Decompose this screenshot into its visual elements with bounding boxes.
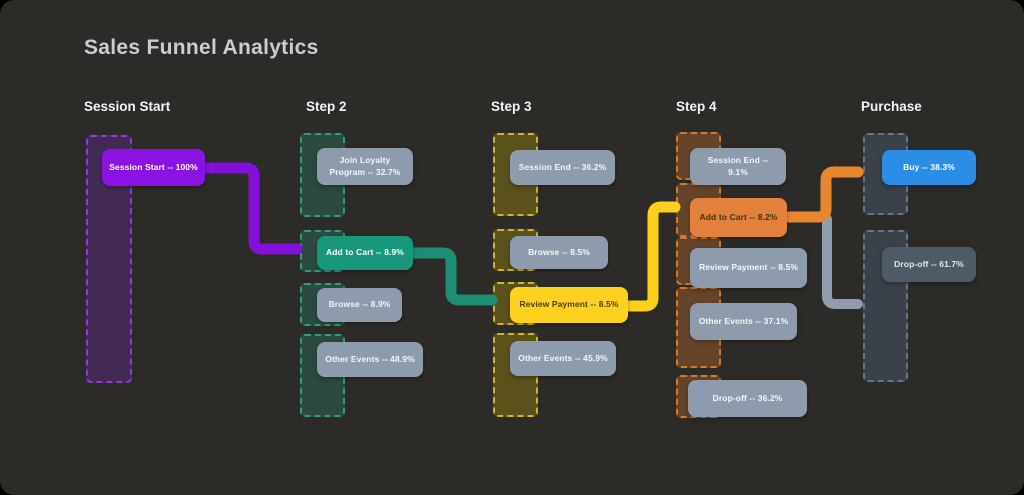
node-step4-other-events[interactable]: Other Events -- 37.1% <box>690 303 797 340</box>
node-step4-drop-off[interactable]: Drop-off -- 36.2% <box>688 380 807 417</box>
node-step4-add-to-cart[interactable]: Add to Cart -- 8.2% <box>690 198 787 237</box>
column-header-step-4: Step 4 <box>676 99 717 114</box>
column-header-session-start: Session Start <box>84 99 171 114</box>
node-step2-other-events[interactable]: Other Events -- 48.9% <box>317 342 423 377</box>
page-title: Sales Funnel Analytics <box>84 36 319 59</box>
flow-step4-to-drop-off <box>822 214 863 309</box>
node-step4-review-payment[interactable]: Review Payment -- 8.5% <box>690 248 807 288</box>
column-header-step-3: Step 3 <box>491 99 532 114</box>
column-header-purchase: Purchase <box>861 99 922 114</box>
flow-step3-review-payment-to-step4-add-to-cart <box>621 201 681 312</box>
node-session-start[interactable]: Session Start -- 100% <box>102 149 205 186</box>
node-purchase-buy[interactable]: Buy -- 38.3% <box>882 150 976 185</box>
node-step4-session-end[interactable]: Session End -- 9.1% <box>690 148 786 185</box>
node-step3-review-payment[interactable]: Review Payment -- 8.5% <box>510 287 628 323</box>
node-step3-browse[interactable]: Browse -- 8.5% <box>510 236 608 269</box>
flow-step2-add-to-cart-to-step3-review-payment <box>405 247 498 306</box>
node-step3-other-events[interactable]: Other Events -- 45.9% <box>510 341 616 376</box>
node-step2-browse[interactable]: Browse -- 8.9% <box>317 288 402 322</box>
node-step2-join-loyalty-program[interactable]: Join Loyalty Program -- 32.7% <box>317 148 413 185</box>
node-purchase-drop-off[interactable]: Drop-off -- 61.7% <box>882 247 976 282</box>
flow-session-start-to-step2-add-to-cart <box>196 162 303 255</box>
flow-step4-add-to-cart-to-buy <box>783 166 864 223</box>
column-header-step-2: Step 2 <box>306 99 347 114</box>
node-step2-add-to-cart[interactable]: Add to Cart -- 8.9% <box>317 236 413 270</box>
node-step3-session-end[interactable]: Session End -- 36.2% <box>510 150 615 185</box>
